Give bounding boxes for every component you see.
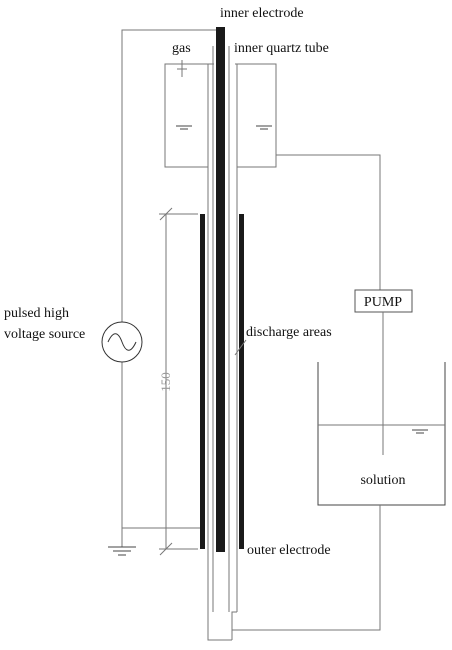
dimension-label: 150 xyxy=(158,372,173,392)
ac-source-icon xyxy=(101,321,143,363)
pump-label: PUMP xyxy=(364,295,402,310)
outer-electrode-right xyxy=(239,214,244,549)
right-upper-chamber xyxy=(237,124,381,290)
outer-electrode-label: outer electrode xyxy=(247,543,331,558)
discharge-leader xyxy=(234,339,247,356)
ground-icon xyxy=(108,528,136,556)
inner-electrode xyxy=(216,27,225,552)
solution-label: solution xyxy=(360,473,405,488)
discharge-areas-label: discharge areas xyxy=(246,325,332,340)
inner-quartz-tube-label: inner quartz tube xyxy=(234,41,329,56)
gas-label: gas xyxy=(172,41,191,56)
pulsed-high-label: pulsed high xyxy=(4,306,69,321)
outer-quartz-tube xyxy=(207,64,238,641)
left-upper-chamber xyxy=(164,124,208,168)
return-pipe xyxy=(232,505,381,631)
gas-inlet xyxy=(164,60,277,124)
inner-electrode-label: inner electrode xyxy=(220,6,304,21)
outer-electrode-left xyxy=(200,214,205,549)
dimension-line xyxy=(159,207,198,556)
inner-quartz-tube xyxy=(212,46,230,612)
solution-beaker xyxy=(317,362,446,506)
liquid-level-icon xyxy=(176,125,272,130)
voltage-source-label: voltage source xyxy=(4,327,85,342)
